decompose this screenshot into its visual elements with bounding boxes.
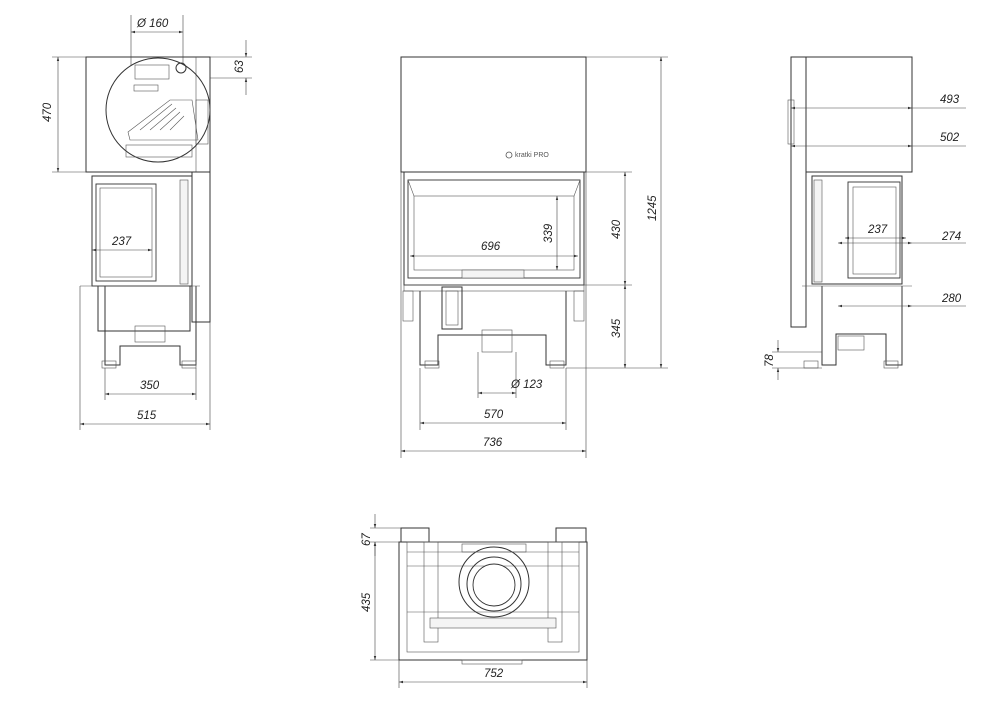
front-control-panel [441, 286, 463, 330]
left-dim-outlet-offset: 63 [234, 60, 246, 73]
front-dim-base-height: 345 [611, 318, 623, 338]
right-dim-body-depth: 280 [941, 293, 962, 305]
left-side-view: Ø 160 63 470 237 350 515 [42, 15, 252, 430]
brand-logo: kratki PRO [505, 151, 549, 159]
left-dim-outlet-diameter: Ø 160 [136, 18, 169, 30]
left-outlet-circle [105, 57, 211, 163]
top-dim-rear-offset: 67 [361, 533, 373, 546]
front-dim-door-height: 430 [611, 219, 623, 239]
right-dim-foot-height: 78 [764, 354, 776, 367]
right-dim-hood-depth-b: 502 [940, 132, 960, 144]
front-dim-glass-height: 339 [543, 223, 555, 243]
front-dim-air-inlet-diameter: Ø 123 [510, 379, 543, 391]
front-hood [400, 56, 587, 173]
right-dim-door-depth: 237 [867, 224, 888, 236]
left-dim-total-depth: 515 [137, 410, 157, 422]
top-view: 67 435 752 [361, 514, 588, 688]
right-dim-hood-depth-a: 493 [940, 94, 960, 106]
right-side-view: 493 502 237 274 280 78 [764, 56, 966, 380]
top-dim-width: 752 [484, 668, 504, 680]
front-dim-glass-width: 696 [481, 241, 501, 253]
left-door-glass [95, 183, 157, 282]
right-body [811, 175, 903, 285]
front-air-inlet [481, 329, 513, 353]
front-dim-total-height: 1245 [647, 195, 659, 221]
top-flue-ring [458, 546, 530, 618]
right-door-glass [847, 181, 901, 279]
svg-text:kratki PRO: kratki PRO [515, 152, 549, 159]
front-dim-leg-span: 570 [484, 409, 504, 421]
left-hood [85, 56, 211, 173]
front-view: kratki PRO 696 339 430 1245 345 [400, 56, 668, 458]
front-dim-total-width: 736 [483, 437, 503, 449]
top-dim-depth: 435 [361, 592, 373, 612]
left-dim-leg-span: 350 [140, 380, 160, 392]
left-dim-door-depth: 237 [111, 236, 132, 248]
right-hood [805, 56, 913, 173]
left-dim-hood-height: 470 [42, 102, 54, 122]
right-dim-glass-depth: 274 [941, 231, 961, 243]
top-flue-outlet [472, 563, 516, 607]
front-glass [407, 179, 581, 279]
